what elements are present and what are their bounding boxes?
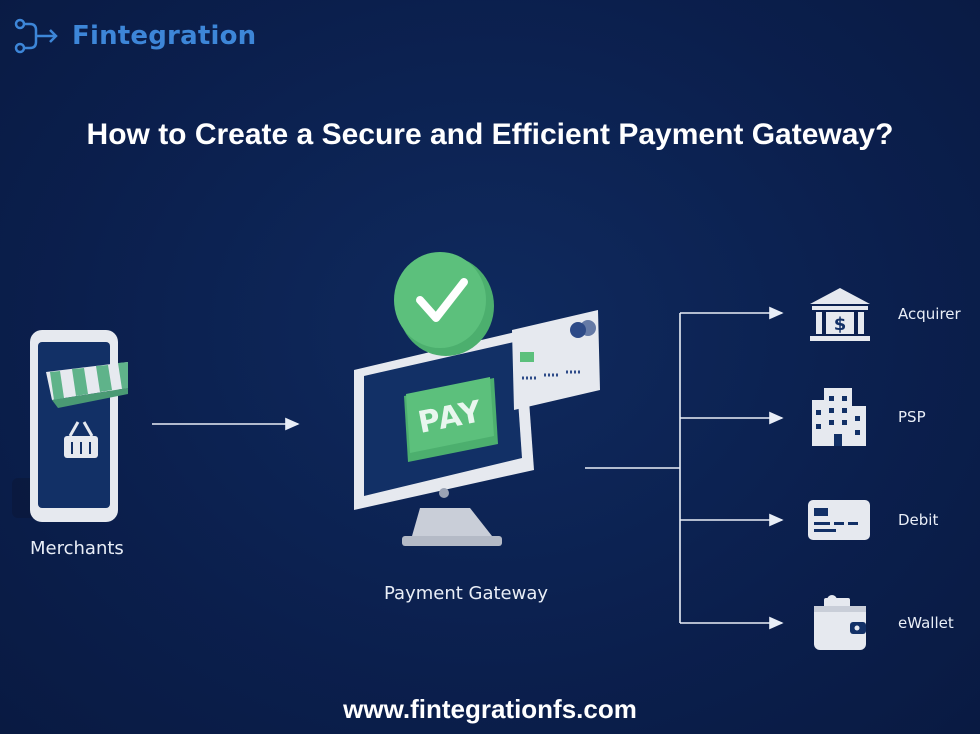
debit-card-icon xyxy=(808,500,870,540)
office-building-icon xyxy=(812,388,866,446)
brand-logo[interactable]: Fintegration xyxy=(14,16,256,56)
wallet-icon xyxy=(814,595,866,650)
svg-text:$: $ xyxy=(834,314,847,335)
destination-label-acquirer: Acquirer xyxy=(898,305,961,323)
brand-name: Fintegration xyxy=(72,21,257,51)
payment-gateway-label: Payment Gateway xyxy=(384,583,549,604)
flow-arrow-logo-icon xyxy=(14,18,58,54)
phone-storefront-icon xyxy=(12,330,128,522)
monitor-pay-icon xyxy=(354,252,600,546)
destination-label-psp: PSP xyxy=(898,408,926,426)
bank-icon: $ xyxy=(810,288,870,341)
page-title: How to Create a Secure and Efficient Pay… xyxy=(86,118,894,151)
destination-label-debit: Debit xyxy=(898,511,939,529)
merchants-label: Merchants xyxy=(30,538,124,559)
footer-url[interactable]: www.fintegrationfs.com xyxy=(343,694,637,724)
destination-label-ewallet: eWallet xyxy=(898,614,954,632)
